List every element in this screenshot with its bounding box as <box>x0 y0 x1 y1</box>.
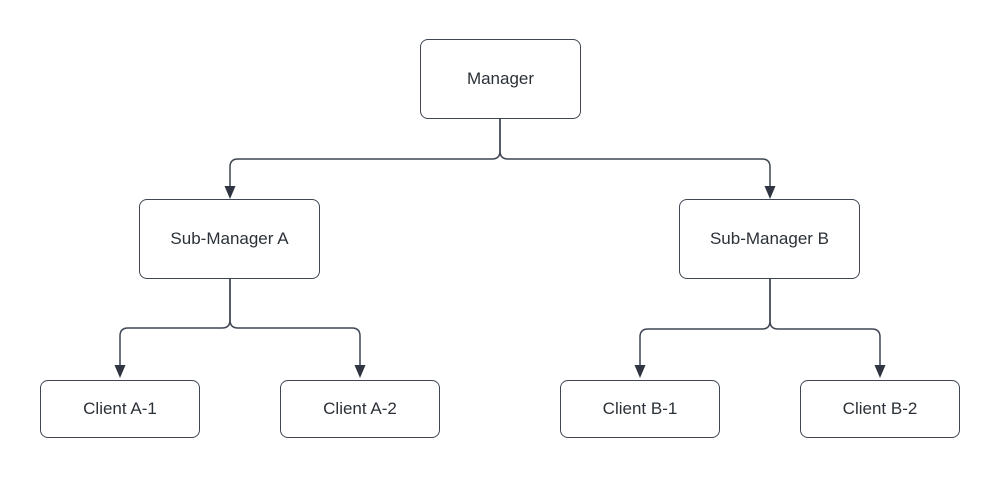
connector-sub-manager-b-to-client-b1 <box>634 279 771 378</box>
node-manager[interactable]: Manager <box>420 39 581 119</box>
node-client-a1-label: Client A-1 <box>83 398 157 418</box>
node-client-b2[interactable]: Client B-2 <box>800 380 960 438</box>
node-sub-manager-a[interactable]: Sub-Manager A <box>139 199 320 279</box>
connector-sub-manager-a-to-client-a2 <box>229 279 366 378</box>
node-client-a2[interactable]: Client A-2 <box>280 380 440 438</box>
node-sub-manager-b-label: Sub-Manager B <box>709 228 830 248</box>
node-sub-manager-b[interactable]: Sub-Manager B <box>679 199 860 279</box>
connector-sub-manager-a-to-client-a1 <box>114 279 231 378</box>
node-sub-manager-a-label: Sub-Manager A <box>170 228 289 248</box>
node-client-b1-label: Client B-1 <box>602 398 678 418</box>
node-client-a2-label: Client A-2 <box>323 398 397 418</box>
connector-sub-manager-b-to-client-b2 <box>769 279 886 378</box>
node-client-b2-label: Client B-2 <box>842 398 918 418</box>
connector-manager-to-sub-manager-b <box>499 119 776 199</box>
node-client-b1[interactable]: Client B-1 <box>560 380 720 438</box>
node-client-a1[interactable]: Client A-1 <box>40 380 200 438</box>
node-manager-label: Manager <box>466 68 535 88</box>
connector-manager-to-sub-manager-a <box>224 119 501 199</box>
